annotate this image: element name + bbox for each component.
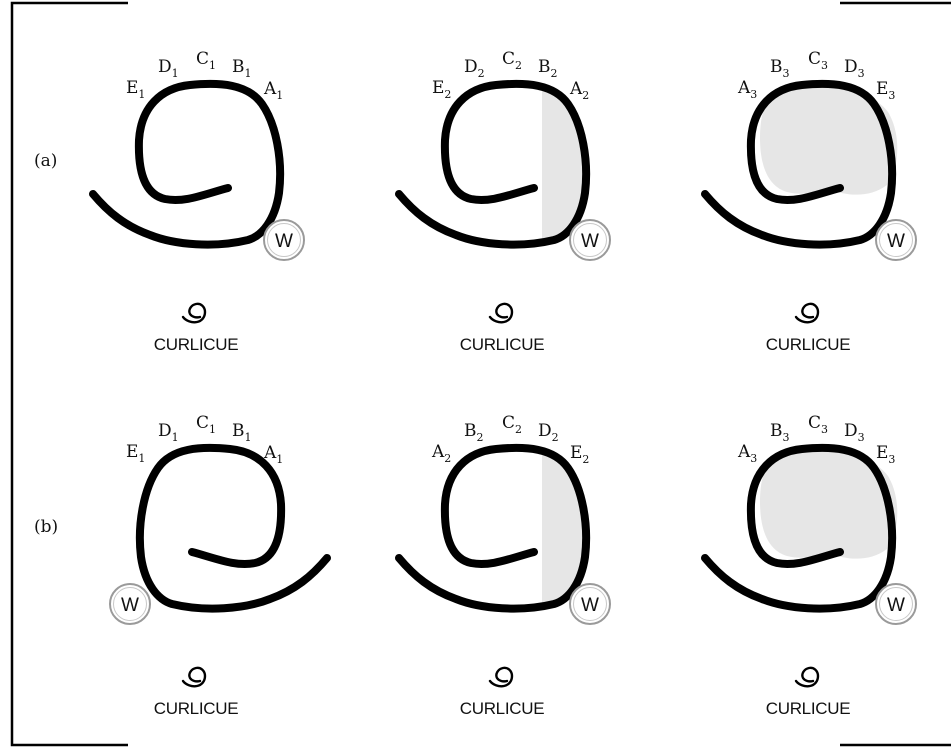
vertex-label-c: C3 [808,413,828,436]
curlicue-caption: CURLICUE [460,335,545,354]
curl-stroke [93,84,280,245]
vertex-label-e: E1 [126,442,145,465]
vertex-label-d: D2 [464,57,485,80]
vertex-label-b: B3 [770,421,790,444]
curlicue-caption: CURLICUE [154,699,239,718]
vertex-label-c: C1 [196,413,216,436]
vertex-label-e: E3 [876,79,895,102]
curlicue-caption: CURLICUE [460,699,545,718]
curlicue-icon [490,304,512,322]
vertex-label-a: A3 [737,78,757,101]
w-badge: W [876,584,916,624]
vertex-label-e: E2 [432,78,451,101]
w-badge-label: W [581,595,599,616]
curlicue-icon [490,668,512,686]
vertex-label-a: A2 [569,79,589,102]
w-badge-label: W [581,231,599,252]
w-badge: W [570,220,610,260]
curl-figure [399,84,587,245]
vertex-label-d: D1 [158,57,179,80]
w-badge: W [264,220,304,260]
vertex-label-c: C2 [502,49,522,72]
vertex-label-d: D2 [538,421,559,444]
vertex-label-d: D3 [844,421,865,444]
row-label-b: (b) [34,517,58,537]
vertex-label-b: B2 [538,57,558,80]
vertex-label-a: A1 [263,443,283,466]
w-badge: W [570,584,610,624]
w-badge-label: W [121,595,139,616]
vertex-label-b: B2 [464,421,484,444]
curlicue-caption: CURLICUE [766,335,851,354]
vertex-label-b: B1 [232,57,252,80]
frame-bracket-left [12,3,128,745]
curl-figure [399,448,587,609]
vertex-label-b: B1 [232,421,252,444]
vertex-label-e: E3 [876,443,895,466]
w-badge: W [876,220,916,260]
curlicue-caption: CURLICUE [154,335,239,354]
curlicue-icon [796,304,818,322]
vertex-label-e: E1 [126,78,145,101]
w-badge-label: W [887,231,905,252]
vertex-label-c: C1 [196,49,216,72]
curlicue-icon [796,668,818,686]
vertex-label-a: A3 [737,442,757,465]
vertex-label-a: A2 [431,442,451,465]
vertex-label-b: B3 [770,57,790,80]
vertex-label-d: D3 [844,57,865,80]
vertex-label-c: C2 [502,413,522,436]
curl-stroke [140,448,327,609]
curl-figure [705,84,897,245]
vertex-label-a: A1 [263,79,283,102]
vertex-label-e: E2 [570,443,589,466]
curl-figure [93,84,280,245]
curl-figure [705,448,897,609]
vertex-label-c: C3 [808,49,828,72]
w-badge-label: W [275,231,293,252]
row-label-a: (a) [34,151,57,171]
curlicue-icon [183,304,205,322]
w-badge: W [110,584,150,624]
curlicue-caption: CURLICUE [766,699,851,718]
curl-figure [140,448,327,609]
curlicue-icon [183,668,205,686]
w-badge-label: W [887,595,905,616]
vertex-label-d: D1 [158,421,179,444]
